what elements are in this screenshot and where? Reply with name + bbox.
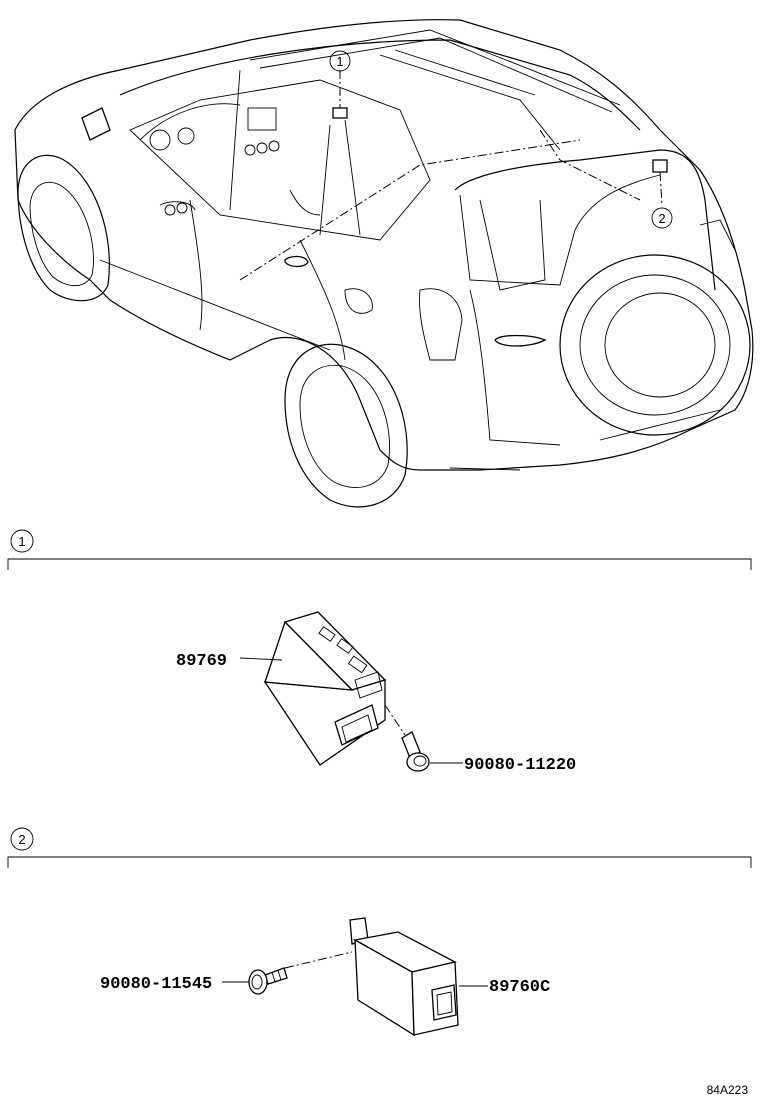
vehicle-callout-1: 1 <box>329 50 351 72</box>
section-1-header: 1 <box>7 529 752 570</box>
section-2-number: 2 <box>18 832 25 847</box>
section-2-header: 2 <box>7 827 752 868</box>
part-label-89760C: 89760C <box>489 978 550 997</box>
vehicle-callout-1-number: 1 <box>336 54 343 69</box>
vehicle-callout-2: 2 <box>651 207 673 229</box>
vehicle-callout-2-number: 2 <box>658 211 665 226</box>
figure-code: 84A223 <box>707 1083 749 1097</box>
section-1-number: 1 <box>18 534 25 549</box>
part-label-90080-11545: 90080-11545 <box>100 975 212 994</box>
module-89769: 89769 <box>176 611 387 766</box>
part-label-89769: 89769 <box>176 652 227 671</box>
vehicle-illustration <box>14 19 754 508</box>
part-label-90080-11220: 90080-11220 <box>464 756 576 775</box>
bolt-90080-11545: 90080-11545 <box>100 951 353 995</box>
module-89760C: 89760C <box>349 917 550 1037</box>
screw-90080-11220: 90080-11220 <box>384 704 576 775</box>
